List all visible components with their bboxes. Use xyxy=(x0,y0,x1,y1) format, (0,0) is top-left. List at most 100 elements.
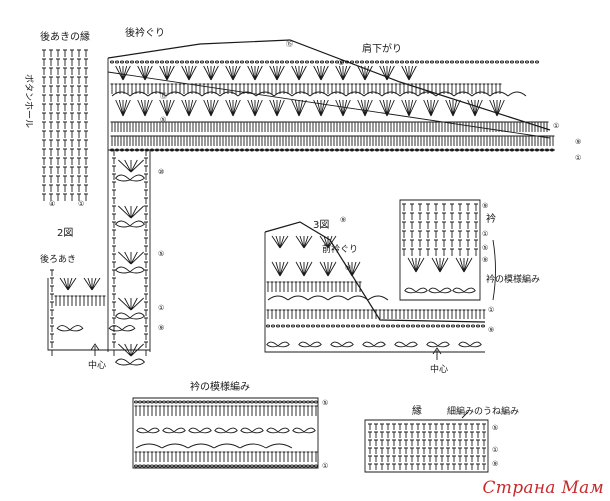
stitch-dc xyxy=(402,230,406,238)
stitch-dc xyxy=(404,431,408,438)
stitch-dc xyxy=(426,221,430,229)
stitch-dc xyxy=(470,423,474,430)
stitch-dc xyxy=(302,405,306,416)
stitch-chain xyxy=(257,464,263,468)
stitch-dc xyxy=(144,341,148,348)
stitch-arch xyxy=(489,91,509,97)
stitch-fan xyxy=(83,277,101,291)
stitch-dc xyxy=(56,175,60,183)
stitch-chain xyxy=(280,324,286,328)
stitch-dc xyxy=(370,309,374,319)
stitch-leaf xyxy=(56,325,71,332)
stitch-dc xyxy=(112,173,116,180)
stitch-dc xyxy=(466,239,470,247)
stitch-dc xyxy=(206,405,210,416)
stitch-dc xyxy=(144,245,148,252)
stitch-dc xyxy=(470,439,474,446)
stitch-dc xyxy=(410,248,414,256)
stitch-dc xyxy=(430,309,434,319)
stitch-dc xyxy=(407,135,411,146)
stitch-dc xyxy=(282,405,286,416)
stitch-chain xyxy=(294,60,300,64)
stitch-dc xyxy=(426,203,430,211)
stitch-dc xyxy=(230,135,234,146)
stitch-dc xyxy=(86,295,90,306)
stitch-dc xyxy=(144,349,148,356)
stitch-dc xyxy=(419,135,423,146)
stitch-dc xyxy=(308,121,312,132)
stitch-dc xyxy=(366,83,370,94)
stitch-chain xyxy=(219,60,225,64)
stitch-chain xyxy=(480,324,486,328)
stitch-dc xyxy=(84,166,88,174)
stitch-dc xyxy=(398,121,402,132)
stitch-dc xyxy=(482,135,486,146)
stitch-arch xyxy=(435,91,455,97)
stitch-dc xyxy=(198,451,202,462)
stitch-fan xyxy=(181,65,197,81)
stitch-dc xyxy=(144,277,148,284)
stitch-dc xyxy=(143,135,147,146)
stitch-chain xyxy=(435,324,441,328)
stitch-dc xyxy=(464,431,468,438)
stitch-dc xyxy=(458,212,462,220)
label-edge: 縁 xyxy=(412,404,422,417)
stitch-dc xyxy=(438,309,442,319)
stitch-dc xyxy=(222,451,226,462)
stitch-dc xyxy=(365,135,369,146)
stitch-dc xyxy=(70,76,74,84)
stitch-fan xyxy=(271,235,289,249)
stitch-dc xyxy=(458,309,462,319)
collar-band-box xyxy=(132,397,319,469)
stitch-chain xyxy=(410,324,416,328)
stitch-fan xyxy=(489,99,505,117)
stitch-dc xyxy=(392,447,396,454)
stitch-dc xyxy=(422,431,426,438)
stitch-dc xyxy=(452,463,456,470)
stitch-dc xyxy=(186,451,190,462)
stitch-chain xyxy=(384,60,390,64)
stitch-dc xyxy=(389,121,393,132)
stitch-dc xyxy=(218,135,222,146)
stitch-dc xyxy=(227,135,231,146)
stitch-dc xyxy=(509,135,513,146)
stitch-dc xyxy=(383,121,387,132)
stitch-dc xyxy=(166,405,170,416)
stitch-dc xyxy=(434,203,438,211)
stitch-dc xyxy=(50,301,54,308)
stitch-chain xyxy=(405,324,411,328)
stitch-dc xyxy=(154,451,158,462)
stitch-dc xyxy=(542,121,546,132)
stitch-dc xyxy=(113,135,117,146)
stitch-fan xyxy=(225,99,241,117)
stitch-chain xyxy=(154,60,160,64)
stitch-dc xyxy=(380,431,384,438)
stitch-leaf xyxy=(162,427,175,434)
stitch-dc xyxy=(144,269,148,276)
stitch-dc xyxy=(150,405,154,416)
stitch-arch xyxy=(291,91,311,97)
stitch-dc xyxy=(401,121,405,132)
stitch-dc xyxy=(518,121,522,132)
stitch-dc xyxy=(314,405,318,416)
stitch-leaf xyxy=(439,287,452,294)
stitch-dc xyxy=(250,405,254,416)
stitch-dc xyxy=(474,203,478,211)
stitch-dc xyxy=(386,135,390,146)
stitch-dc xyxy=(446,463,450,470)
stitch-chain xyxy=(440,324,446,328)
stitch-dc xyxy=(416,447,420,454)
stitch-chain xyxy=(455,324,461,328)
stitch-dc xyxy=(176,135,180,146)
stitch-chain xyxy=(244,60,250,64)
stitch-chain xyxy=(270,324,276,328)
stitch-dc xyxy=(210,405,214,416)
stitch-dc xyxy=(455,135,459,146)
stitch-dc xyxy=(146,405,150,416)
stitch-chain xyxy=(249,464,255,468)
stitch-dc xyxy=(49,76,53,84)
stitch-chain xyxy=(153,464,159,468)
stitch-arch xyxy=(309,91,329,97)
stitch-dc xyxy=(482,455,486,462)
